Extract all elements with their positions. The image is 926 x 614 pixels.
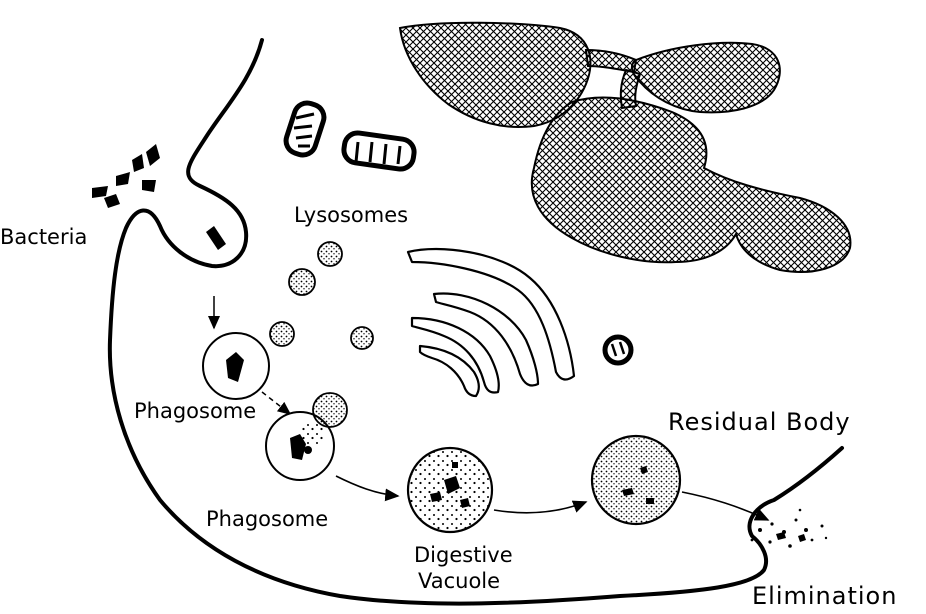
phagosome-vesicle — [203, 333, 269, 399]
bacteria-cluster — [92, 144, 160, 208]
label-residual-body: Residual Body — [668, 408, 851, 436]
nucleus-right-lobe — [632, 43, 780, 113]
golgi-stacks — [408, 249, 574, 396]
bacterium — [116, 172, 130, 186]
label-digestive: Digestive — [414, 543, 513, 567]
label-phagosome-upper: Phagosome — [134, 399, 256, 423]
residual-body — [592, 436, 680, 524]
nucleus-lower-lobe — [532, 97, 851, 271]
label-phagosome-lower: Phagosome — [206, 507, 328, 531]
bacterium — [132, 154, 144, 172]
bacterium — [92, 186, 108, 198]
label-lysosomes: Lysosomes — [294, 203, 408, 227]
lysosome — [351, 327, 373, 349]
dashed-arrow-fusion — [262, 392, 290, 414]
mitochondrion — [605, 337, 631, 363]
label-elimination: Elimination — [752, 582, 897, 610]
engulfed-bacterium — [206, 226, 226, 250]
lysosomes — [270, 242, 373, 349]
phagolysosome — [266, 393, 347, 480]
mitochondrion — [283, 100, 328, 159]
arrow-to-residual-body — [494, 502, 586, 513]
lysosome — [289, 269, 315, 295]
lysosome — [270, 322, 294, 346]
label-vacuole: Vacuole — [418, 569, 500, 593]
bacterium — [146, 144, 160, 166]
nucleus-bridge — [586, 50, 636, 72]
nucleus — [400, 23, 850, 272]
lysosome — [318, 242, 342, 266]
eliminated-debris — [751, 509, 828, 548]
label-bacteria: Bacteria — [0, 225, 87, 249]
bacterium — [104, 194, 120, 208]
arrow-to-digestive-vacuole — [336, 476, 398, 496]
bacterium — [142, 180, 156, 192]
digestive-vacuole — [408, 448, 492, 532]
mitochondrion — [342, 131, 415, 170]
